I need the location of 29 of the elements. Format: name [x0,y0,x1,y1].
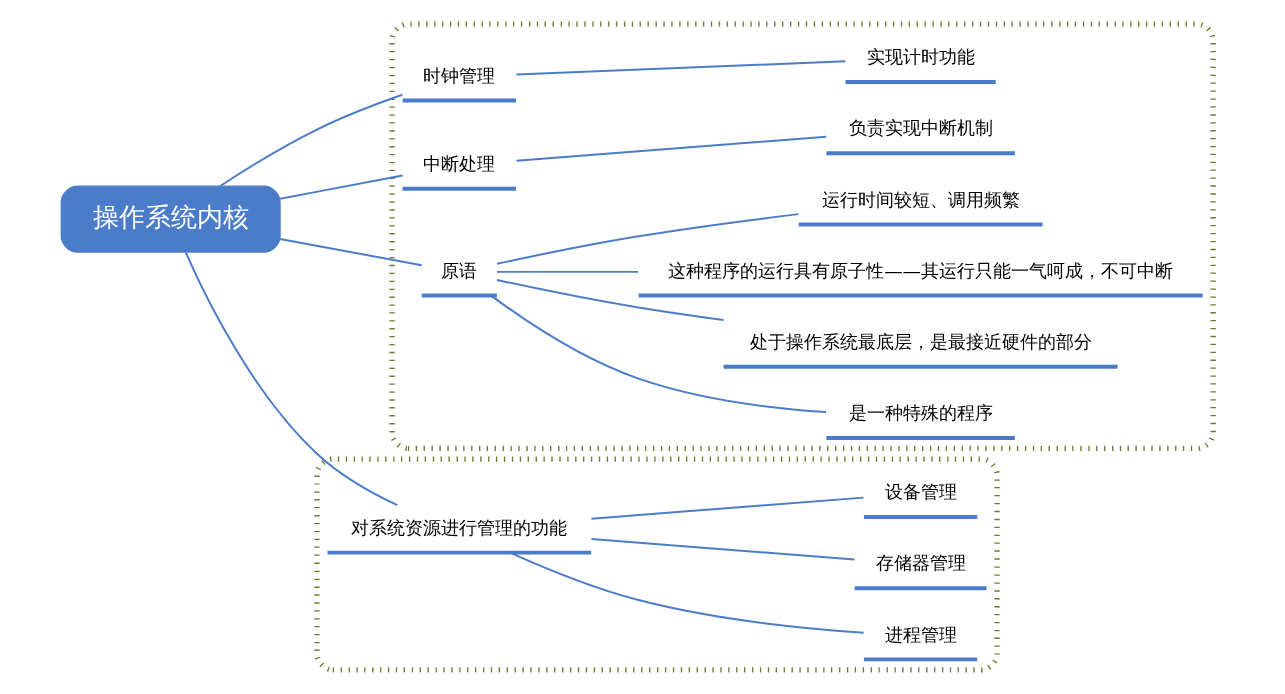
connector [219,93,404,187]
node-text: 时钟管理 [423,64,496,86]
connector [184,251,399,507]
connector [590,496,865,520]
connector [515,135,828,162]
connector [495,278,725,321]
node-text: 处于操作系统最底层，是最接近硬件的部分 [749,330,1092,352]
node-text: 是一种特殊的程序 [848,402,993,424]
node-text: 中断处理 [423,153,496,174]
node-text: 对系统资源进行管理的功能 [351,516,568,538]
node-text: 负责实现中断机制 [848,117,993,139]
node-box: 操作系统内核 [60,185,281,253]
node-text: 实现计时功能 [866,46,975,68]
cluster [389,21,1216,452]
connector [496,270,640,273]
connector [515,60,847,76]
node-text: 这种程序的运行具有原子性——其运行只能一气呵成，不可中断 [668,259,1174,281]
connector [495,213,800,265]
connector [279,238,423,267]
node-text: 原语 [441,259,478,281]
connector [279,174,404,200]
node-text: 进程管理 [884,623,957,645]
connector [490,294,828,413]
node-text: 设备管理 [884,481,957,503]
cluster [314,456,1000,673]
connector [590,538,856,561]
node-text: 存储器管理 [875,552,966,574]
connector [509,551,865,634]
node-text: 运行时间较短、调用频繁 [821,188,1020,210]
